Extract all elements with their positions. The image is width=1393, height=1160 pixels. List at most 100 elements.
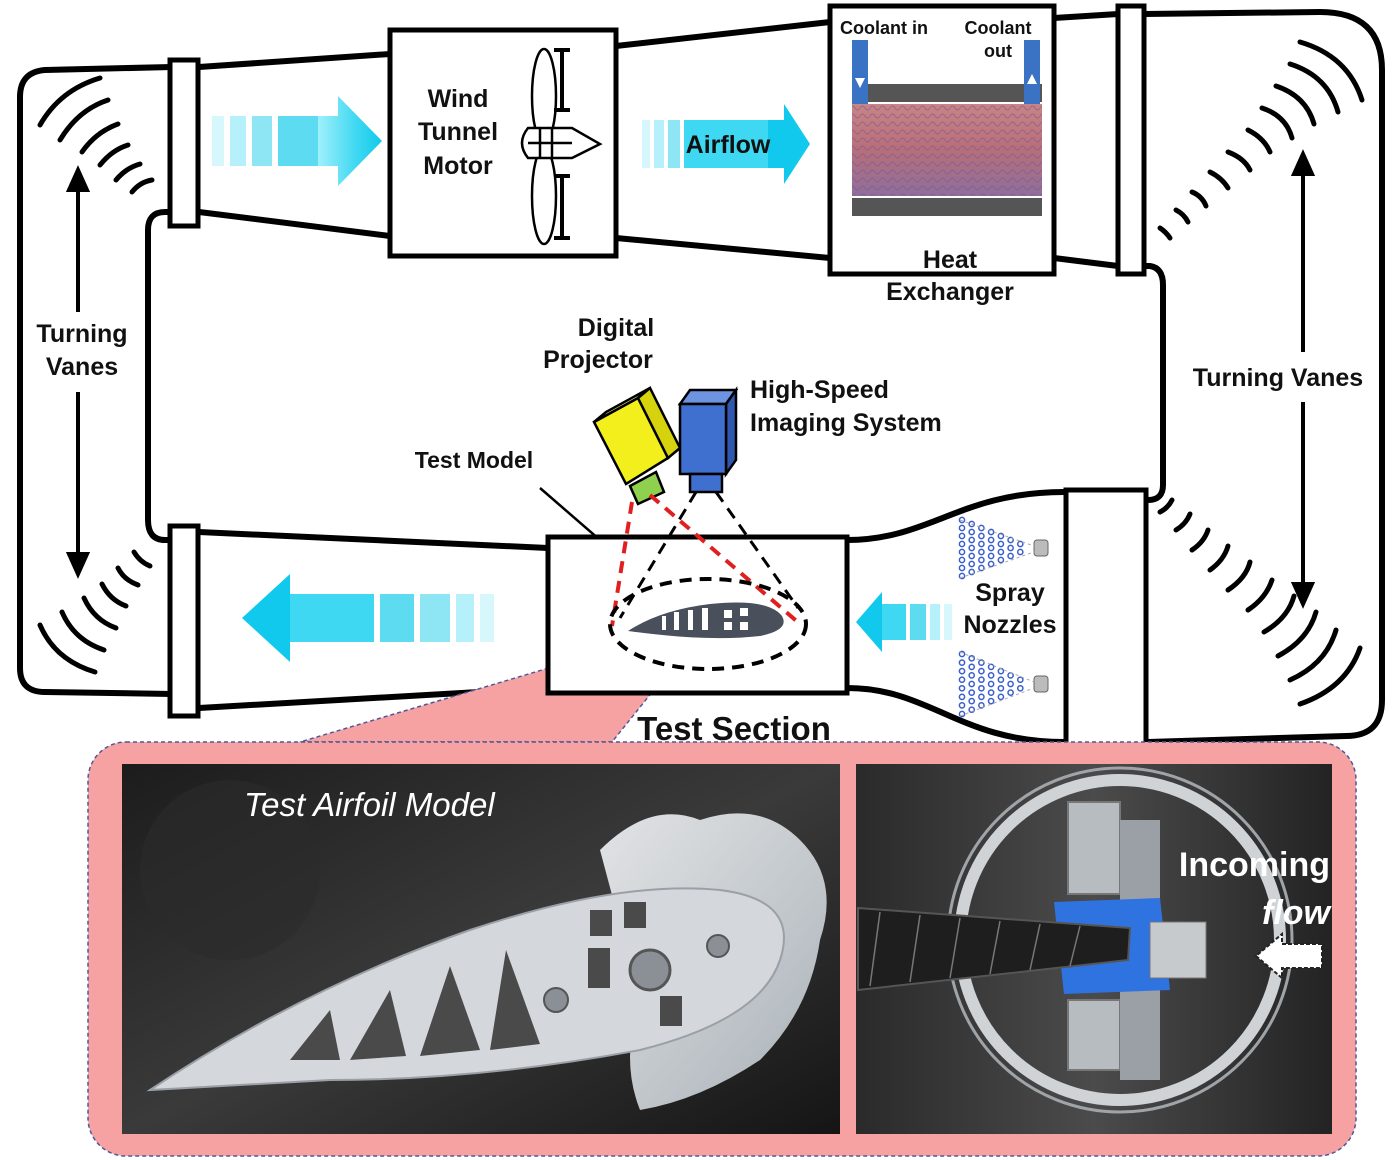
imaging-label-line1: High-Speed (750, 376, 889, 404)
incoming-flow-caption-line2: flow (1262, 894, 1333, 932)
coolant-in-label: Coolant in (840, 18, 928, 38)
inner-left-duct (145, 209, 172, 543)
spray-droplet (958, 524, 966, 532)
flow-arrow-top-middle (642, 104, 810, 184)
spray-droplet (968, 654, 976, 662)
heat-exchanger: Coolant in Coolant out (827, 3, 1057, 277)
flange-top-left (167, 57, 201, 229)
flanges (167, 3, 1149, 749)
turning-vanes-top-right (1157, 39, 1365, 241)
vane-arrow-left (65, 165, 91, 579)
spray-droplet (1007, 680, 1014, 688)
spray-droplet (978, 556, 985, 564)
spray-nozzles-label-line2: Nozzles (963, 611, 1056, 639)
turning-vanes-right-label: Turning Vanes (1193, 364, 1363, 392)
coolant-in-arrow-icon (855, 78, 865, 88)
spray-droplet (987, 663, 995, 671)
digital-projector-label-line2: Projector (543, 346, 653, 374)
spray-droplet (987, 689, 995, 696)
spray-droplet (958, 702, 966, 709)
flow-arrow-top-left (212, 96, 382, 186)
spray-droplet (987, 697, 995, 705)
fan-icon (520, 47, 603, 246)
spray-droplet (987, 528, 995, 536)
turning-vanes-bottom-left (37, 549, 153, 675)
spray-droplet (997, 548, 1005, 556)
spray-nozzles-label-line1: Spray (975, 579, 1045, 607)
spray-droplet (968, 560, 976, 568)
wind-tunnel-motor: Wind Tunnel Motor (387, 27, 619, 259)
spray-droplet (958, 540, 966, 548)
spray-droplet (1007, 689, 1014, 696)
turning-vanes-left-label-line2: Vanes (46, 353, 118, 381)
incoming-flow-caption-line1: Incoming (1179, 846, 1330, 884)
spray-droplet (997, 667, 1005, 675)
spray-droplet (968, 706, 976, 714)
inner-right-duct (1144, 263, 1166, 503)
test-airfoil-caption: Test Airfoil Model (244, 786, 496, 823)
spray-droplet (958, 532, 966, 540)
airflow-label: Airflow (686, 131, 771, 159)
coolant-out-label-line2: out (984, 41, 1012, 61)
test-section: Test Section (545, 491, 850, 747)
spray-droplet (997, 556, 1005, 564)
spray-droplet (987, 544, 995, 552)
spray-droplet (968, 536, 976, 544)
camera-icon (677, 386, 739, 494)
spray-droplet (987, 560, 995, 568)
spray-droplet (958, 572, 966, 580)
spray-droplet (978, 532, 985, 540)
spray-droplet (978, 702, 985, 709)
heat-exchanger-label-line2: Exchanger (886, 278, 1014, 306)
spray-droplet (968, 680, 976, 688)
vane-arrow-right (1290, 149, 1316, 609)
motor-label-line3: Motor (423, 152, 493, 180)
spray-droplet (968, 672, 976, 679)
spray-droplet (968, 689, 976, 696)
flange-top-right (1115, 3, 1147, 277)
spray-droplet (978, 540, 985, 548)
spray-droplet (1007, 536, 1014, 544)
spray-nozzle-top (958, 516, 1049, 580)
spray-droplet (997, 693, 1005, 701)
flange-bottom-right (1063, 487, 1149, 749)
spray-droplet (987, 552, 995, 560)
spray-droplet (987, 680, 995, 688)
spray-droplet (968, 528, 976, 536)
spray-droplet (958, 684, 966, 692)
spray-droplet (1016, 676, 1024, 684)
spray-droplet (997, 684, 1005, 692)
incoming-flow-arrow-icon (1254, 931, 1323, 981)
flow-arrow-bottom-right (856, 592, 952, 652)
turning-vanes-left-label-line1: Turning (36, 320, 127, 348)
spray-droplet (1016, 684, 1024, 692)
coolant-out-label-line1: Coolant (965, 18, 1032, 38)
flange-bottom-left (167, 523, 201, 719)
spray-droplet (1007, 552, 1014, 560)
spray-droplet (958, 556, 966, 564)
coolant-out-arrow-icon (1027, 74, 1037, 84)
test-model-label: Test Model (415, 447, 533, 473)
outer-right-duct (1143, 9, 1385, 745)
spray-droplet (968, 552, 976, 560)
spray-droplet (1016, 548, 1024, 556)
spray-droplet (978, 684, 985, 692)
spray-droplet (978, 676, 985, 684)
spray-droplet (1016, 540, 1024, 548)
motor-label-line1: Wind (428, 85, 489, 113)
flow-arrow-bottom-left (242, 574, 494, 662)
spray-droplet (968, 568, 976, 576)
test-airfoil-photo: Test Airfoil Model (122, 764, 840, 1134)
spray-droplet (958, 650, 966, 658)
spray-droplet (958, 564, 966, 572)
imaging-label-line2: Imaging System (750, 409, 942, 437)
spray-droplet (958, 676, 966, 684)
spray-droplet (968, 520, 976, 528)
spray-droplet (958, 693, 966, 701)
spray-droplet (958, 710, 966, 718)
spray-droplet (997, 532, 1005, 540)
spray-droplet (987, 536, 995, 544)
spray-droplet (978, 548, 985, 556)
turning-vanes-bottom-right (1157, 497, 1363, 707)
